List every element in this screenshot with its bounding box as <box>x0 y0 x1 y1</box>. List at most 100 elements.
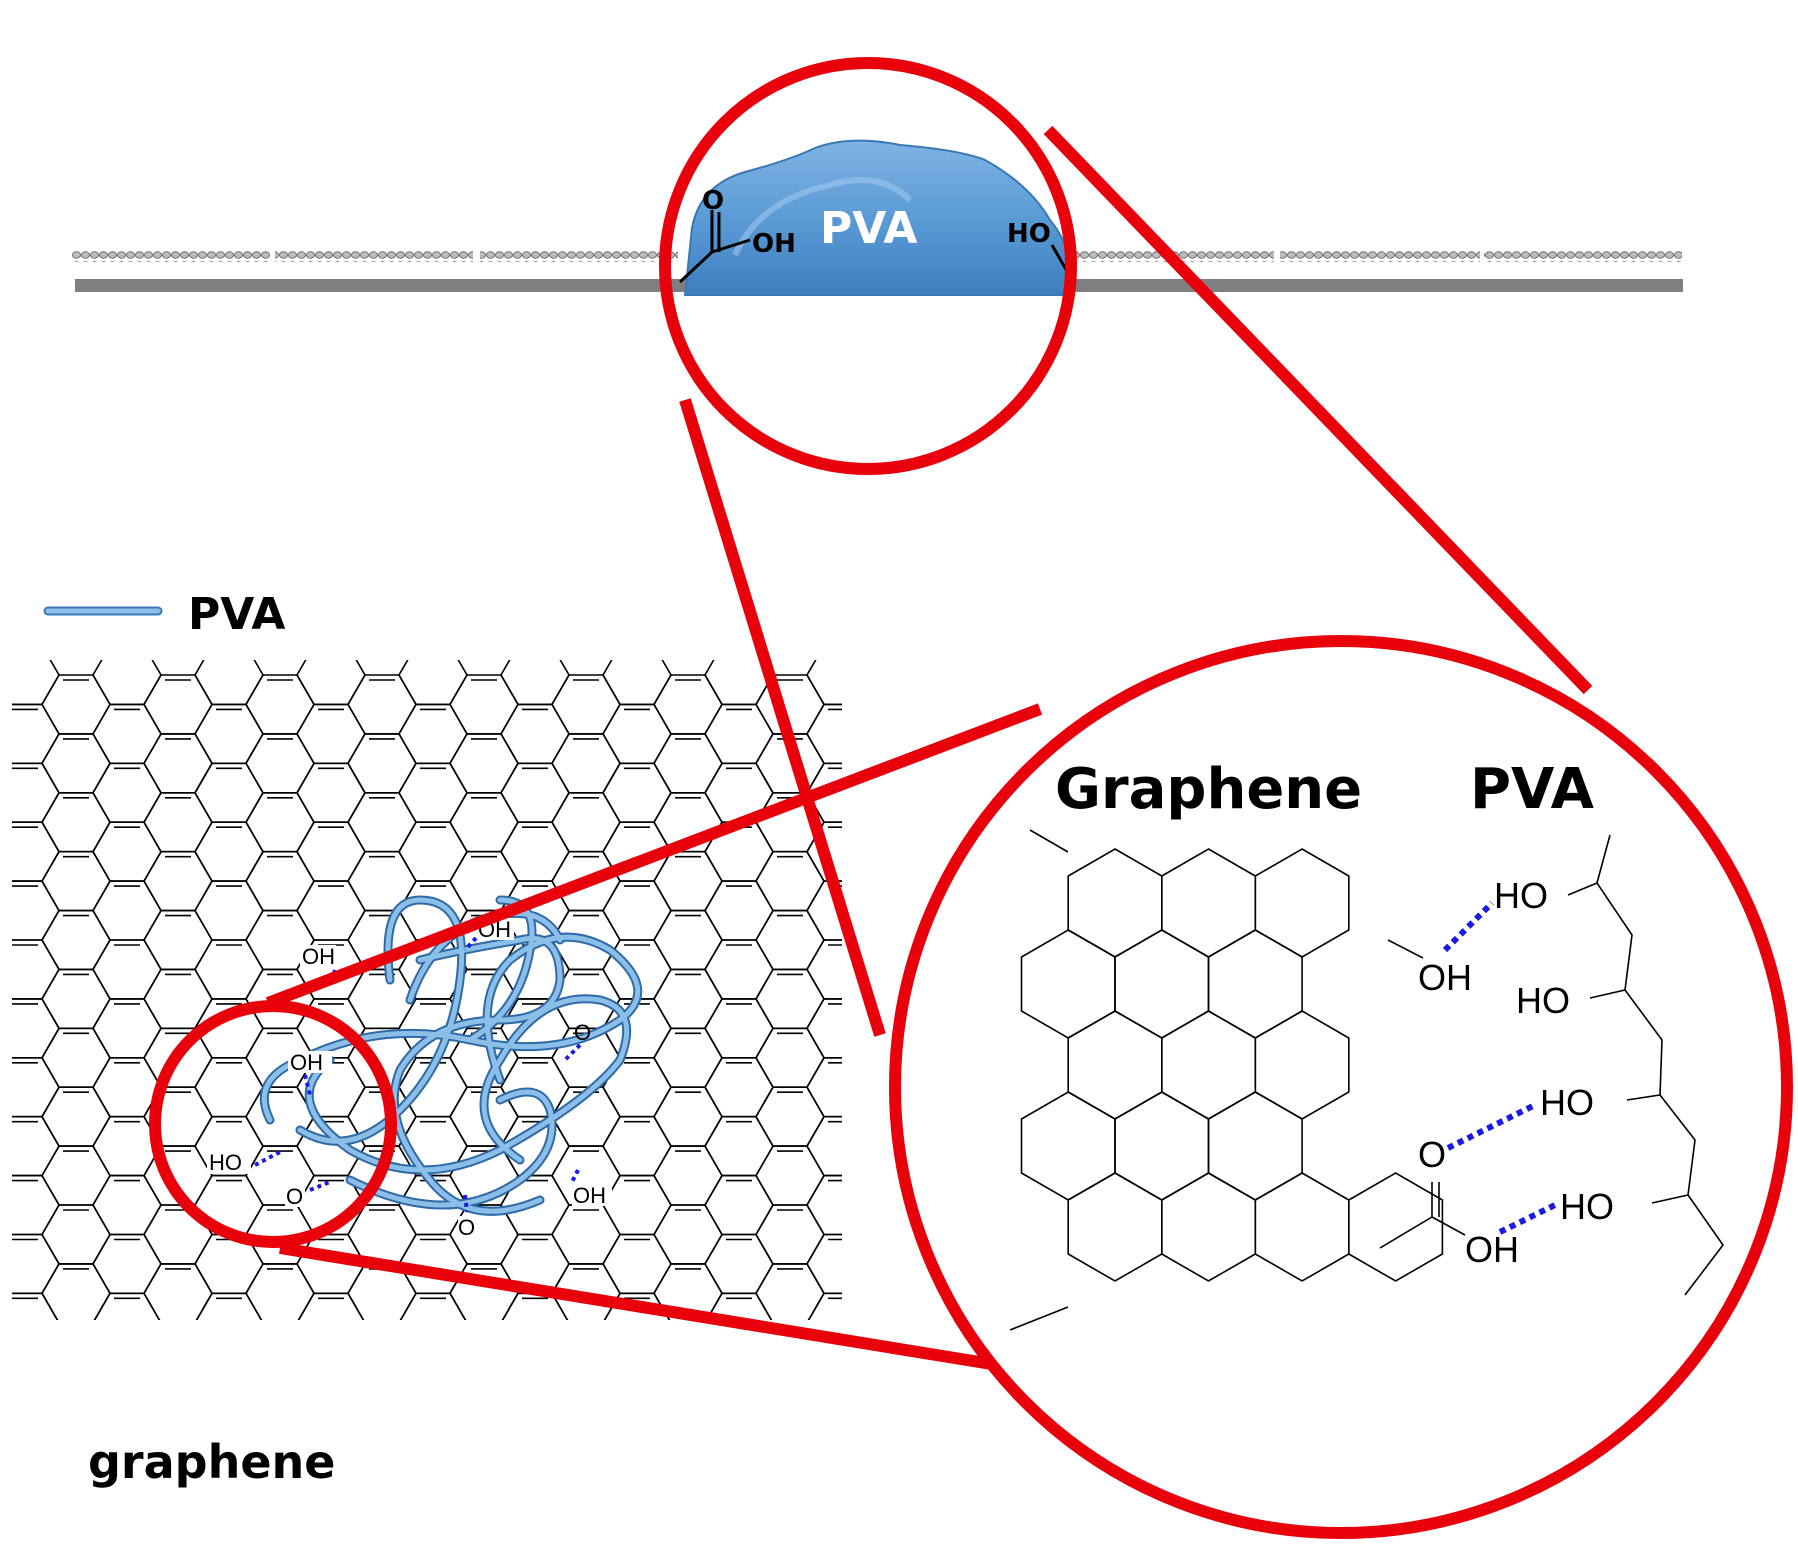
lattice-hexagon <box>143 792 213 853</box>
lattice-hexagon <box>704 939 774 1000</box>
lattice-hexagon <box>806 998 842 1059</box>
lattice-hexagon <box>143 968 213 1030</box>
lattice-hexagon <box>144 1323 212 1382</box>
lattice-hexagon <box>755 968 825 1030</box>
lattice-hexagon <box>12 998 60 1059</box>
lattice-hexagon <box>92 660 162 706</box>
lattice-hexagon <box>602 762 672 823</box>
lattice-hexagon <box>41 1263 111 1320</box>
lattice-hexagon <box>41 792 111 853</box>
lattice-hexagon <box>806 1233 842 1295</box>
lattice-hexagon <box>195 1292 263 1320</box>
graphene-label: graphene <box>88 1435 335 1489</box>
pva-backbone <box>1596 834 1724 1296</box>
detail-graphene-structure <box>1009 829 1444 1331</box>
overview-ho-left: HO <box>209 1150 242 1175</box>
lattice-hexagon <box>602 1233 672 1295</box>
lattice-hexagon <box>806 821 842 882</box>
lattice-hexagon <box>653 1204 723 1265</box>
lattice-hexagon <box>450 1323 518 1382</box>
lattice-hexagon <box>245 1263 315 1320</box>
lattice-hexagon <box>704 1057 774 1118</box>
lattice-hexagon <box>653 1145 723 1206</box>
ho-label-top: HO <box>1007 219 1051 249</box>
detail-zoom-circle <box>889 635 1793 1539</box>
lattice-hexagon <box>12 1292 59 1320</box>
lattice-hexagon <box>41 733 111 794</box>
lattice-hexagon <box>143 674 213 735</box>
lattice-hexagon <box>806 1115 842 1177</box>
lattice-hexagon <box>347 733 417 794</box>
lattice-hexagon <box>194 821 264 882</box>
lattice-hexagon <box>654 1323 722 1382</box>
lattice-hexagon <box>602 660 672 706</box>
lattice-hexagon <box>806 660 842 706</box>
lattice-hexagon <box>12 1115 60 1177</box>
overview-o-left: O <box>286 1184 303 1209</box>
lattice-hexagon <box>653 850 723 912</box>
lattice-hexagon <box>12 703 60 765</box>
lattice-hexagon <box>92 939 162 1000</box>
top-side-view: PVA O OH HO <box>72 139 1683 296</box>
overview-o-right: O <box>574 1020 591 1045</box>
lattice-hexagon <box>41 968 111 1030</box>
lattice-hexagon <box>246 1323 314 1382</box>
lattice-hexagon <box>755 850 825 912</box>
graphene-cooh-oh: OH <box>1465 1229 1519 1270</box>
lattice-hexagon <box>194 880 264 941</box>
lattice-hexagon <box>12 939 60 1000</box>
lattice-hexagon <box>41 850 111 912</box>
lattice-hexagon <box>858 793 926 852</box>
lattice-hexagon <box>500 660 570 706</box>
lattice-hexagon <box>194 660 264 706</box>
pva-ho-2: HO <box>1516 980 1570 1021</box>
lattice-hexagon <box>194 703 264 765</box>
lattice-hexagon <box>551 733 621 794</box>
lattice-hexagon <box>806 880 842 941</box>
lattice-hexagon <box>858 852 926 911</box>
lattice-hexagon <box>296 703 366 765</box>
graphene-layer-beads <box>72 250 1682 262</box>
lattice-hexagon <box>552 1323 620 1382</box>
lattice-hexagon <box>92 1174 162 1236</box>
detail-graphene-title: Graphene <box>1055 757 1362 822</box>
lattice-hexagon <box>93 1292 161 1320</box>
lattice-hexagon <box>398 821 468 882</box>
lattice-hexagon <box>653 968 723 1030</box>
lattice-hexagon <box>653 1027 723 1088</box>
lattice-hexagon <box>399 1292 467 1320</box>
lattice-hexagon <box>398 660 468 706</box>
lattice-hexagon <box>41 1204 111 1265</box>
lattice-hexagon <box>92 821 162 882</box>
pva-ho-4: HO <box>1560 1186 1614 1227</box>
lattice-hexagon <box>500 762 570 823</box>
lattice-hexagon <box>704 1115 774 1177</box>
graphene-oh: OH <box>1418 957 1472 998</box>
detail-hexagon <box>1348 1172 1444 1282</box>
lattice-hexagon <box>704 880 774 941</box>
detail-edge-stub <box>1029 829 1069 853</box>
lattice-hexagon <box>347 674 417 735</box>
lattice-hexagon <box>704 1233 774 1295</box>
lattice-hexagon <box>143 850 213 912</box>
pva-ho-3: HO <box>1540 1082 1594 1123</box>
cooh-o-label: O <box>702 186 724 216</box>
lattice-hexagon <box>296 762 366 823</box>
lattice-hexagon <box>12 660 60 706</box>
detail-view: Graphene PVA HO HO HO HO OH O OH <box>1009 757 1724 1331</box>
lattice-hexagon <box>42 1323 110 1382</box>
lattice-hexagon <box>245 733 315 794</box>
cooh-group-top: O OH <box>678 186 796 284</box>
lattice-hexagon <box>501 1292 569 1320</box>
lattice-hexagon <box>143 1263 213 1320</box>
overview-oh-upper-left: OH <box>302 944 335 969</box>
lattice-hexagon <box>858 675 926 734</box>
lattice-hexagon <box>602 1174 672 1236</box>
lattice-hexagon <box>296 821 366 882</box>
lattice-hexagon <box>755 1263 825 1320</box>
lattice-hexagon <box>296 660 366 706</box>
lattice-hexagon <box>755 1204 825 1265</box>
overview-oh-right: OH <box>573 1183 606 1208</box>
pva-ho-1: HO <box>1494 875 1548 916</box>
lattice-hexagon <box>653 909 723 971</box>
